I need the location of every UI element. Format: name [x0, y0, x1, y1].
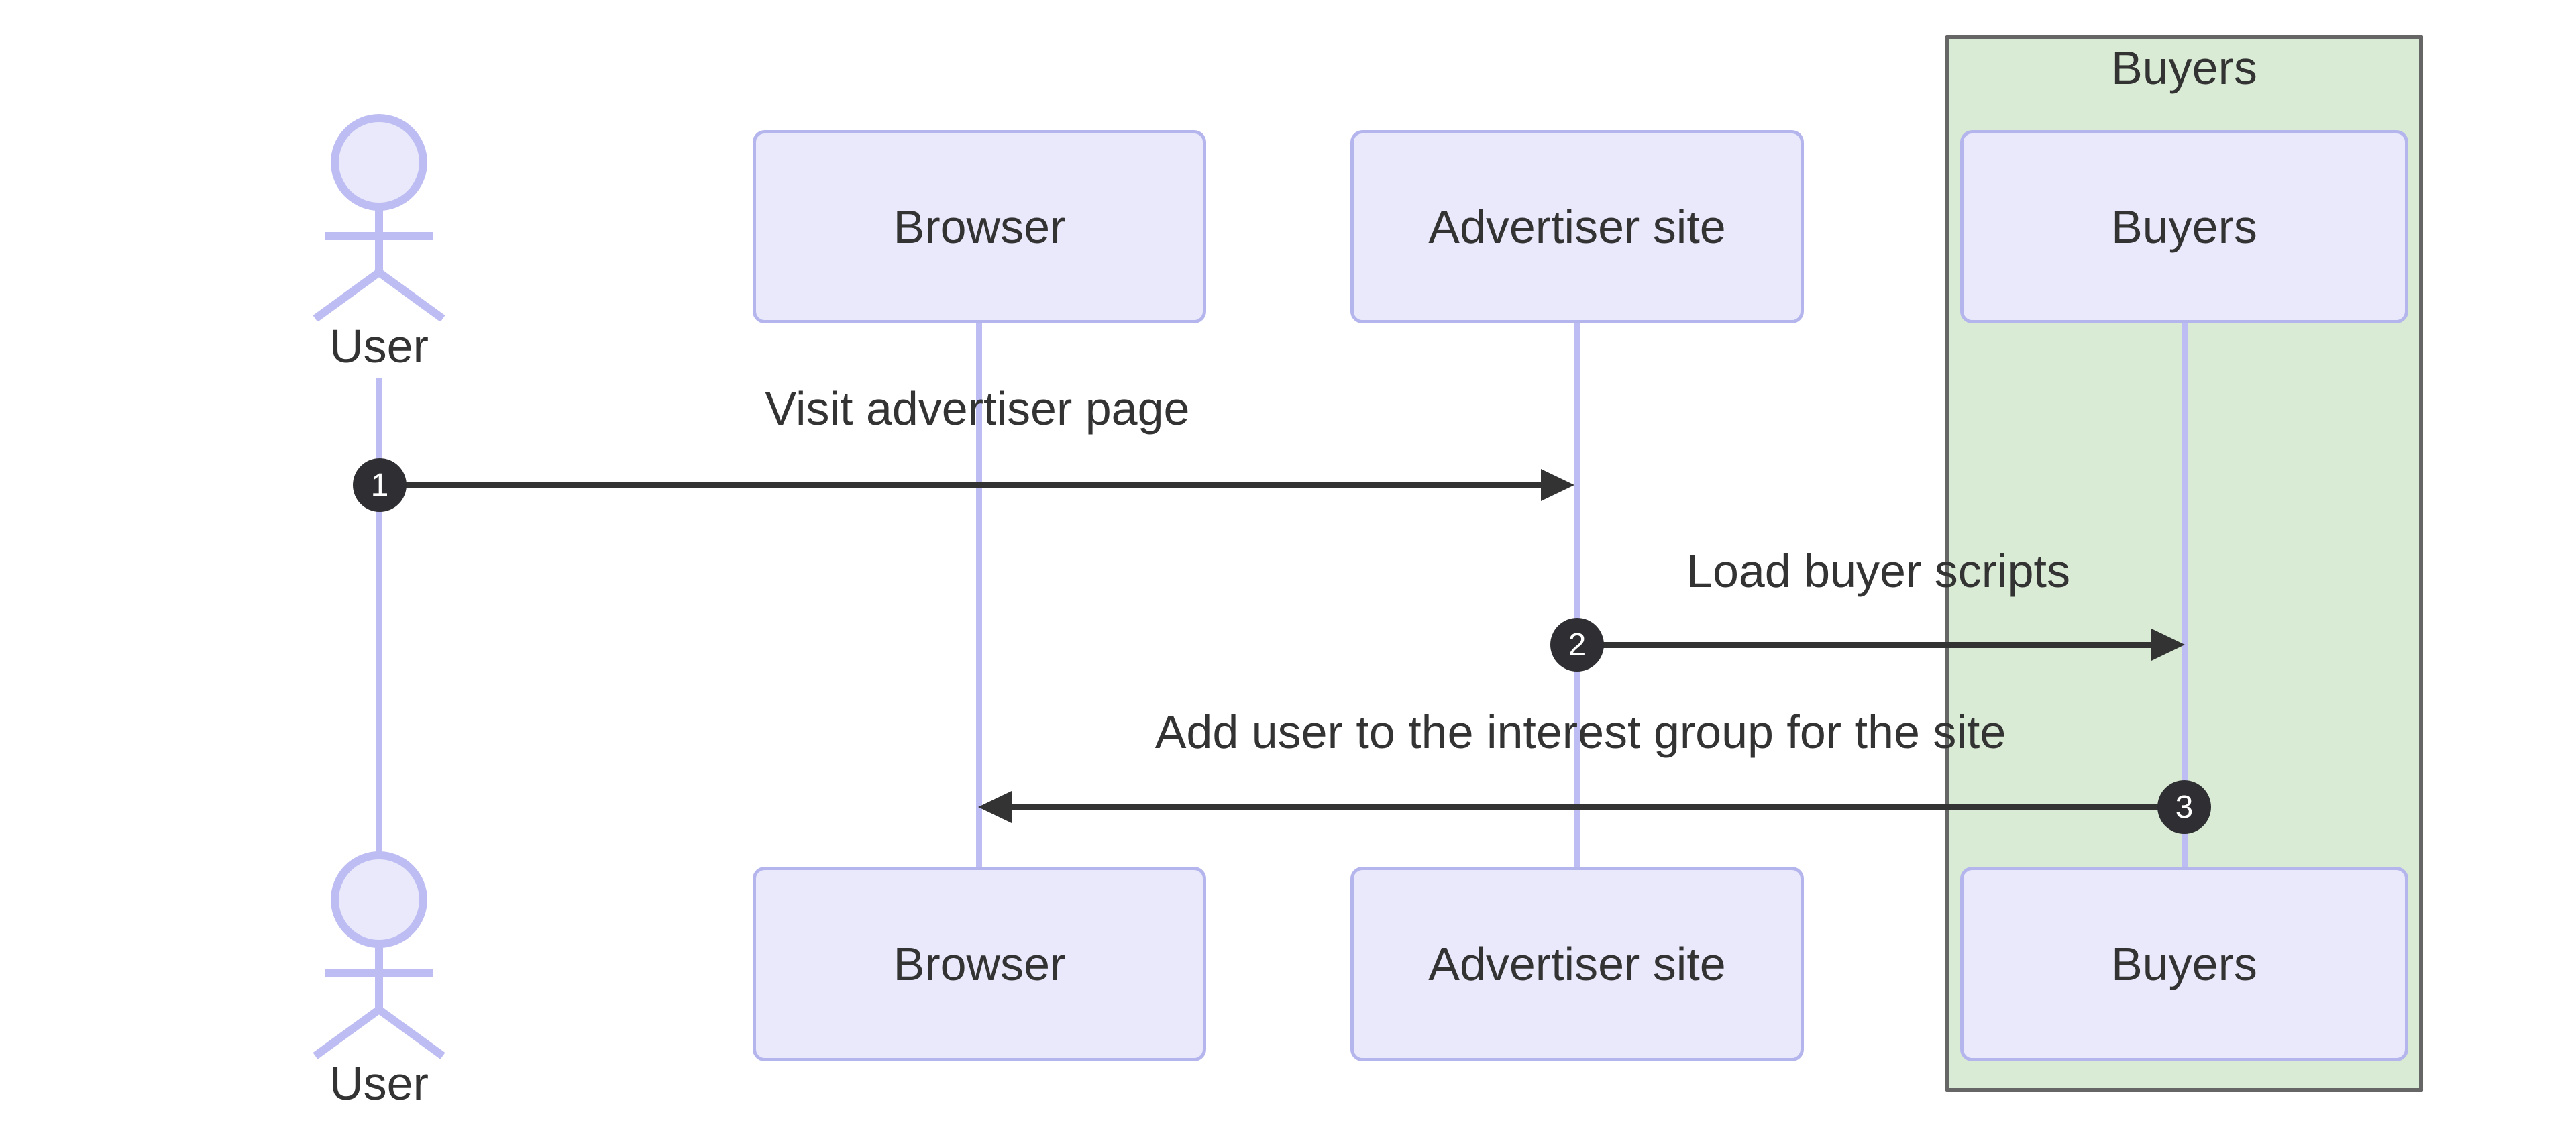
- participant-label: Advertiser site: [1428, 938, 1726, 990]
- lifeline-advertiser-site: [1574, 323, 1580, 868]
- participant-box-browser-bottom: Browser: [753, 867, 1206, 1061]
- user-actor-icon: [313, 114, 445, 321]
- participant-label: Browser: [893, 201, 1066, 253]
- message-1-line: [379, 482, 1541, 488]
- lifeline-browser: [976, 323, 982, 868]
- participant-label: Buyers: [2111, 201, 2257, 253]
- message-2-arrowhead-right-icon: [2151, 629, 2185, 661]
- lifeline-user: [376, 378, 382, 855]
- message-3-arrowhead-left-icon: [978, 791, 1012, 823]
- user-actor-label-top: User: [329, 320, 429, 372]
- participant-box-buyers-bottom: Buyers: [1960, 867, 2408, 1061]
- message-3-label: Add user to the interest group for the s…: [1155, 706, 2006, 758]
- participant-label: Advertiser site: [1428, 201, 1726, 253]
- participant-box-advertiser-site-bottom: Advertiser site: [1350, 867, 1804, 1061]
- participant-box-advertiser-site-top: Advertiser site: [1350, 130, 1804, 323]
- participant-label: Buyers: [2111, 938, 2257, 990]
- message-2-badge: 2: [1550, 618, 1604, 672]
- message-1-badge: 1: [353, 458, 407, 512]
- message-3-line: [1012, 804, 2184, 810]
- participant-box-browser-top: Browser: [753, 130, 1206, 323]
- user-actor-icon: [313, 851, 445, 1059]
- participant-box-buyers-top: Buyers: [1960, 130, 2408, 323]
- buyers-group-label: Buyers: [2111, 42, 2257, 94]
- participant-label: Browser: [893, 938, 1066, 990]
- user-actor-label-bottom: User: [329, 1057, 429, 1110]
- message-2-label: Load buyer scripts: [1686, 545, 2070, 597]
- message-3-badge: 3: [2157, 780, 2211, 834]
- message-1-label: Visit advertiser page: [765, 382, 1190, 435]
- message-1-arrowhead-right-icon: [1541, 469, 1574, 501]
- message-2-line: [1576, 642, 2151, 648]
- lifeline-buyers: [2182, 323, 2188, 868]
